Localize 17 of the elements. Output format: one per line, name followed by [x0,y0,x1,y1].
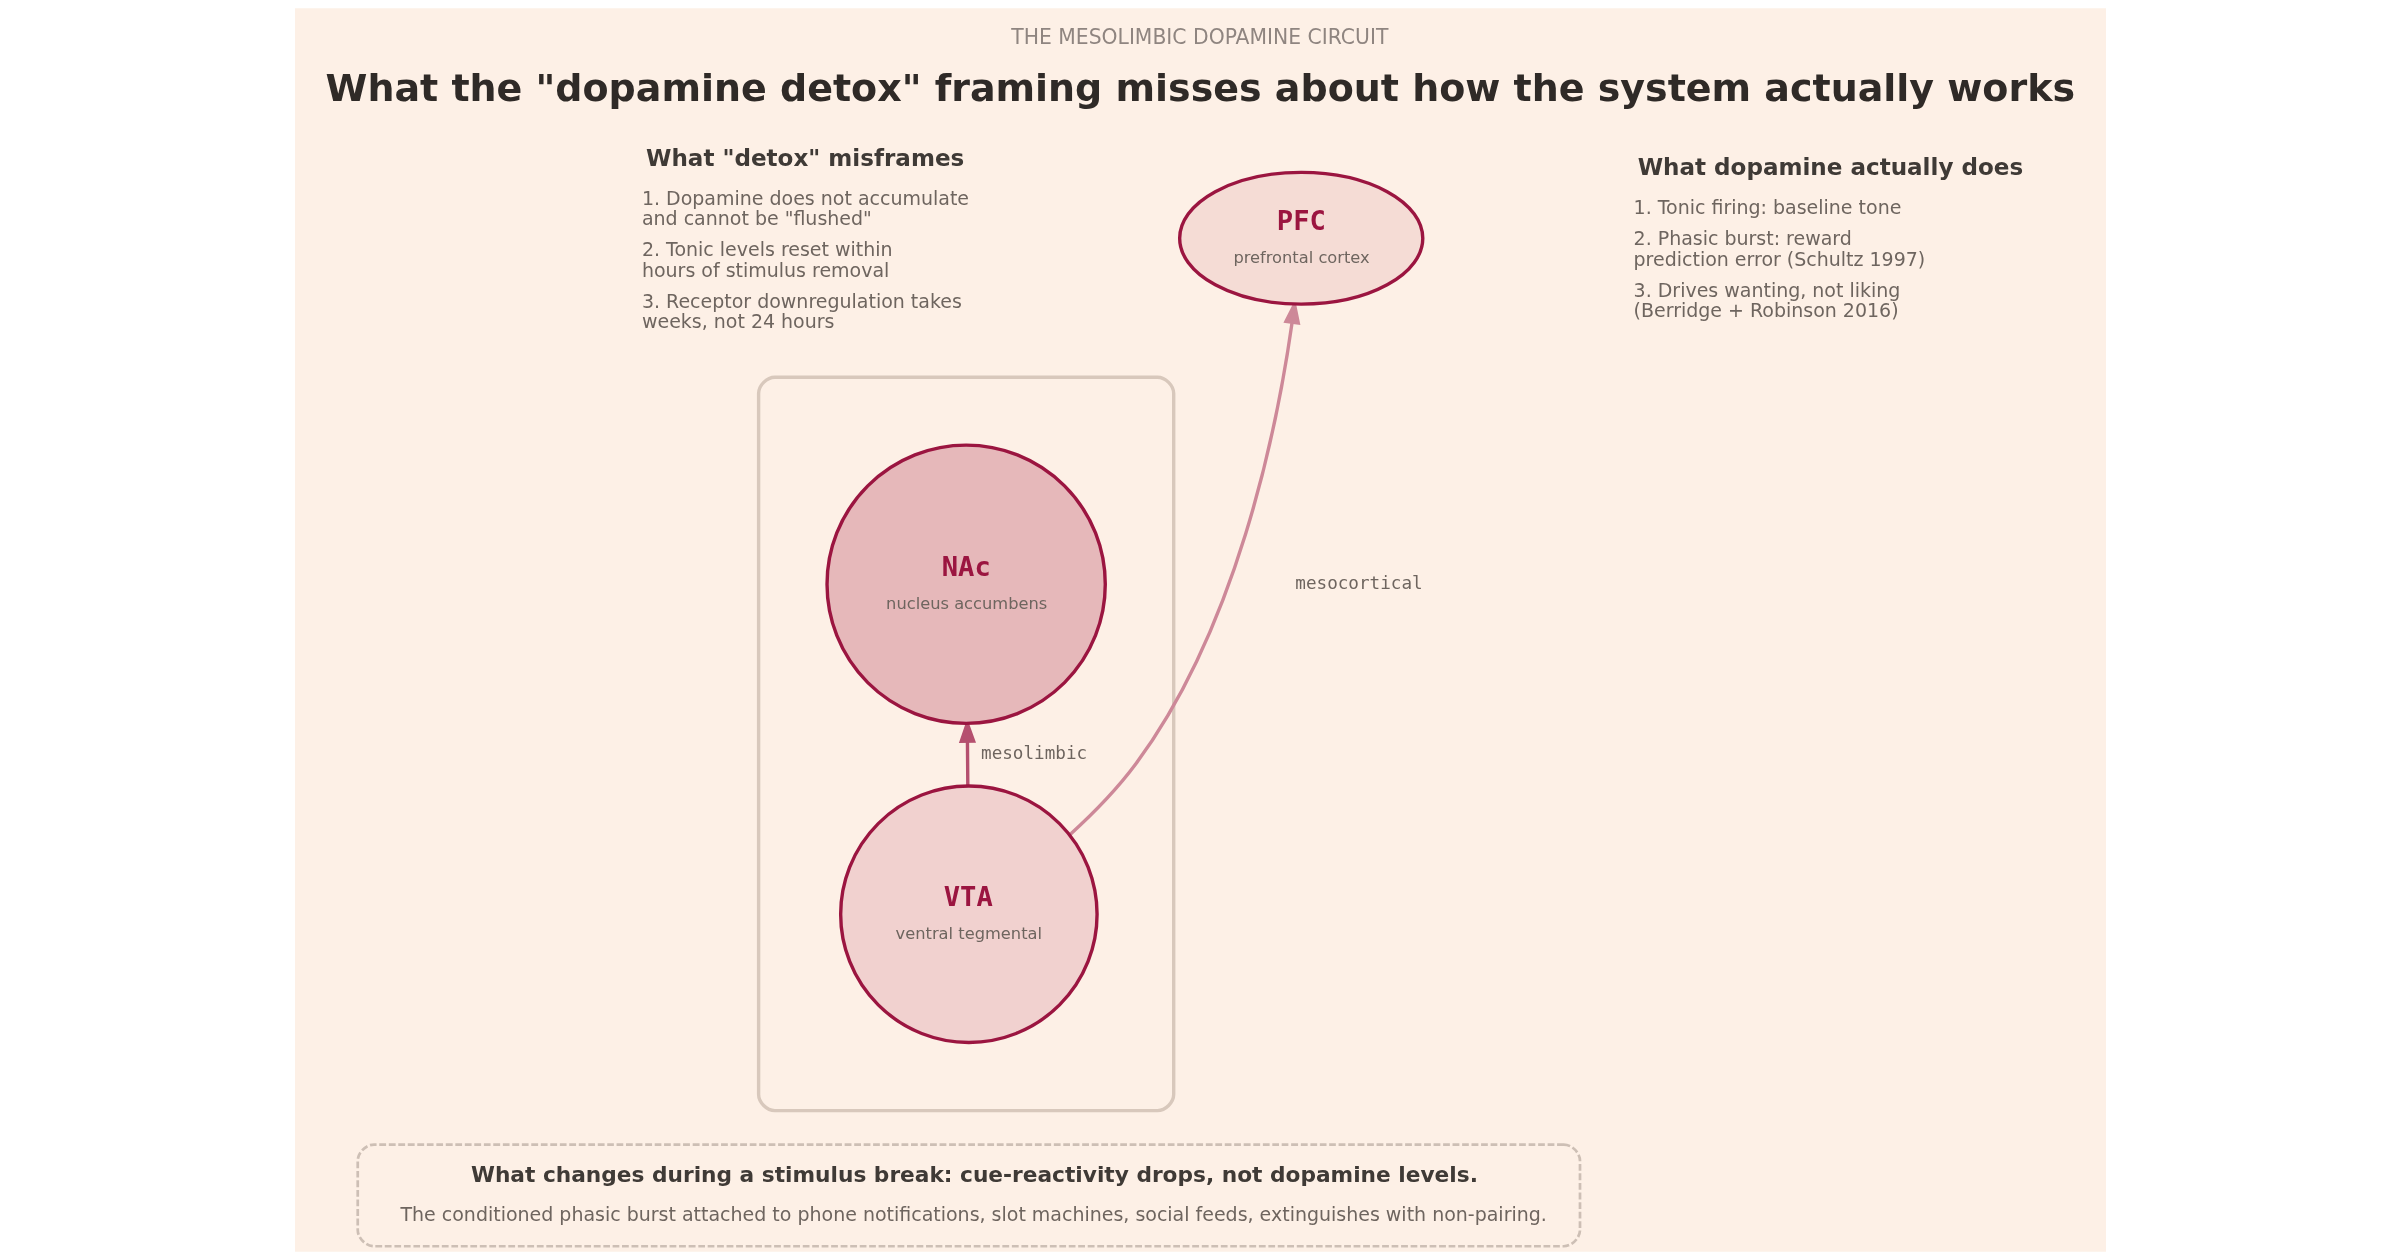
label: 2. Tonic levels reset within hours of stimulus removal [641,238,893,281]
node-ellipse: PFC prefrontal cortex [1177,170,1424,306]
label: THE MESOLIMBIC DOPAMINE CIRCUIT [1010,24,1388,49]
label: What dopamine actually does [1637,154,2023,181]
label: 3. Drives wanting, not liking (Berridge + Robinson 2016) [1633,278,1900,322]
diagram-title: What the "dopamine detox" framing misses about how the system actually works [325,66,2075,111]
label: 2. Phasic burst: reward prediction error (Schultz 1997) [1633,227,1925,270]
node-circle: NAc nucleus accumbens [824,443,1107,726]
cluster [756,375,1175,1113]
node-box: What changes during a stimulus break: cue-reactivity drops, not dopamine levels. The conditioned phasic burst attached to phone notifications, slot machines, social feeds, extinguishes with non-pairing. [355,1143,1581,1248]
node-circle: VTA ventral tegmental [838,784,1099,1045]
label: 3. Receptor downregulation takes weeks, not 24 hours [641,289,962,333]
edge-label: mesolimbic [980,743,1087,764]
label: What "detox" misframes [645,144,964,171]
label: 1. Tonic firing: baseline tone [1633,196,1901,219]
label: 1. Dopamine does not accumulate and cannot be "flushed" [641,186,969,229]
edge-label: mesocortical [1294,572,1423,593]
